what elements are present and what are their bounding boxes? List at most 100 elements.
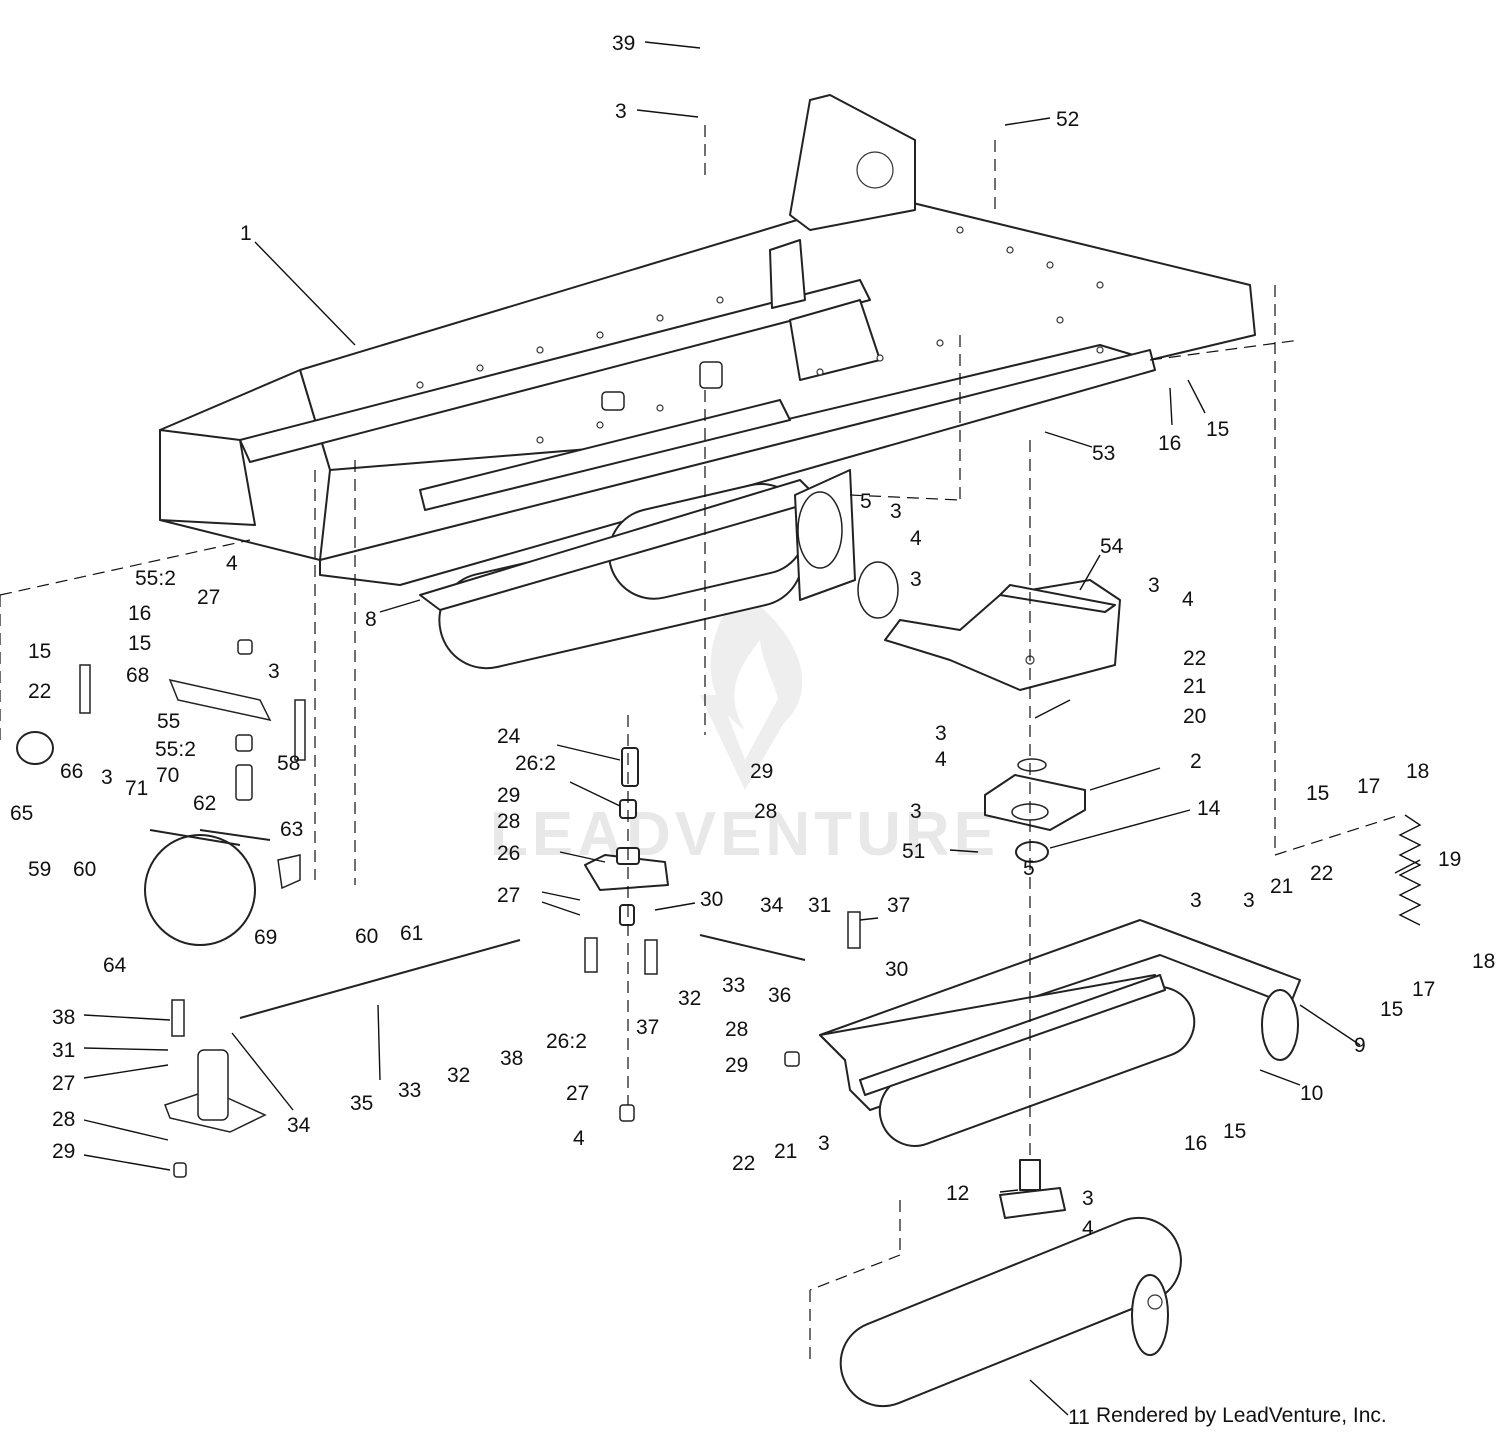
- callout-63: 63: [280, 818, 303, 841]
- callout-37: 37: [887, 894, 910, 917]
- roller-assembly-8: [419, 469, 899, 670]
- callout-34: 34: [760, 894, 784, 917]
- callout-31: 31: [808, 894, 831, 917]
- callout-29: 29: [52, 1140, 75, 1163]
- callout-28: 28: [754, 800, 777, 823]
- callout-12: 12: [946, 1182, 969, 1205]
- spring-19: [1398, 814, 1422, 926]
- callout-70: 70: [156, 764, 179, 787]
- callout-68: 68: [126, 664, 149, 687]
- callout-34: 34: [287, 1114, 311, 1137]
- callout-15: 15: [1306, 782, 1329, 805]
- callout-15: 15: [1206, 418, 1229, 441]
- callout-17: 17: [1412, 978, 1435, 1001]
- callout-4: 4: [573, 1127, 585, 1150]
- linkage-parts: [164, 747, 861, 1178]
- callout-58: 58: [277, 752, 300, 775]
- callout-60: 60: [73, 858, 96, 881]
- watermark-text: LEADVENTURE: [490, 800, 999, 869]
- callout-3: 3: [268, 660, 280, 683]
- callout-2: 2: [1190, 750, 1202, 773]
- alignment-lines: [0, 125, 1401, 1360]
- callout-3: 3: [101, 766, 113, 789]
- callout-21: 21: [774, 1140, 797, 1163]
- callout-26-2: 26:2: [546, 1030, 587, 1053]
- callout-17: 17: [1357, 775, 1380, 798]
- callout-38: 38: [52, 1006, 75, 1029]
- mount-12: [999, 1159, 1066, 1219]
- callout-18: 18: [1406, 760, 1429, 783]
- callout-3: 3: [615, 100, 627, 123]
- callout-19: 19: [1438, 848, 1461, 871]
- callout-11: 11: [1068, 1406, 1090, 1429]
- callout-20: 20: [1183, 705, 1206, 728]
- callout-26: 26: [497, 842, 520, 865]
- callout-4: 4: [910, 527, 922, 550]
- callout-64: 64: [103, 954, 127, 977]
- callout-51: 51: [902, 840, 925, 863]
- callout-29: 29: [725, 1054, 748, 1077]
- leadventure-watermark: LEADVENTURE: [490, 590, 999, 869]
- callout-3: 3: [1148, 574, 1160, 597]
- callout-31: 31: [52, 1039, 75, 1062]
- callout-3: 3: [910, 800, 922, 823]
- main-frame: [159, 94, 1256, 586]
- callout-15: 15: [128, 632, 151, 655]
- callout-27: 27: [197, 586, 220, 609]
- callout-55: 55: [157, 710, 180, 733]
- callout-15: 15: [1380, 998, 1403, 1021]
- callout-60: 60: [355, 925, 378, 948]
- callout-59: 59: [28, 858, 51, 881]
- callout-27: 27: [52, 1072, 75, 1095]
- callout-1: 1: [240, 222, 252, 245]
- callout-9: 9: [1354, 1034, 1366, 1057]
- left-side-parts: [16, 639, 306, 946]
- bottom-roller-11: [839, 1216, 1182, 1408]
- callout-36: 36: [768, 984, 791, 1007]
- callout-61: 61: [400, 922, 423, 945]
- bracket-54: [884, 579, 1121, 691]
- callout-35: 35: [350, 1092, 373, 1115]
- callout-30: 30: [885, 958, 908, 981]
- callout-4: 4: [1182, 588, 1194, 611]
- callout-4: 4: [935, 748, 947, 771]
- callout-16: 16: [128, 602, 151, 625]
- callout-55-2: 55:2: [155, 738, 196, 761]
- callout-22: 22: [1183, 647, 1206, 670]
- callout-10: 10: [1300, 1082, 1323, 1105]
- callout-15: 15: [1223, 1120, 1246, 1143]
- callout-66: 66: [60, 760, 83, 783]
- callout-28: 28: [497, 810, 520, 833]
- callout-15: 15: [28, 640, 51, 663]
- callout-30: 30: [700, 888, 723, 911]
- leader-lines: [83, 41, 1421, 1416]
- callout-71: 71: [125, 777, 148, 800]
- callout-22: 22: [28, 680, 51, 703]
- callout-16: 16: [1158, 432, 1181, 455]
- frame-holes: [416, 226, 1104, 444]
- callout-28: 28: [52, 1108, 75, 1131]
- callout-18: 18: [1472, 950, 1495, 973]
- callout-69: 69: [254, 926, 277, 949]
- callout-21: 21: [1270, 875, 1293, 898]
- callout-3: 3: [1243, 889, 1255, 912]
- callout-54: 54: [1100, 535, 1124, 558]
- callout-26-2: 26:2: [515, 752, 556, 775]
- callout-3: 3: [818, 1132, 830, 1155]
- callout-21: 21: [1183, 675, 1206, 698]
- callout-4: 4: [226, 552, 238, 575]
- callout-38: 38: [500, 1047, 523, 1070]
- callout-28: 28: [725, 1018, 748, 1041]
- callout-22: 22: [732, 1152, 755, 1175]
- credit-line: Rendered by LeadVenture, Inc.: [1096, 1404, 1387, 1427]
- callout-29: 29: [497, 784, 520, 807]
- callout-32: 32: [678, 987, 701, 1010]
- callout-53: 53: [1092, 442, 1115, 465]
- callout-33: 33: [398, 1079, 421, 1102]
- callout-33: 33: [722, 974, 745, 997]
- callout-32: 32: [447, 1064, 470, 1087]
- lower-roller-frame-9: [819, 919, 1301, 1147]
- callout-5: 5: [860, 490, 872, 513]
- callout-3: 3: [910, 568, 922, 591]
